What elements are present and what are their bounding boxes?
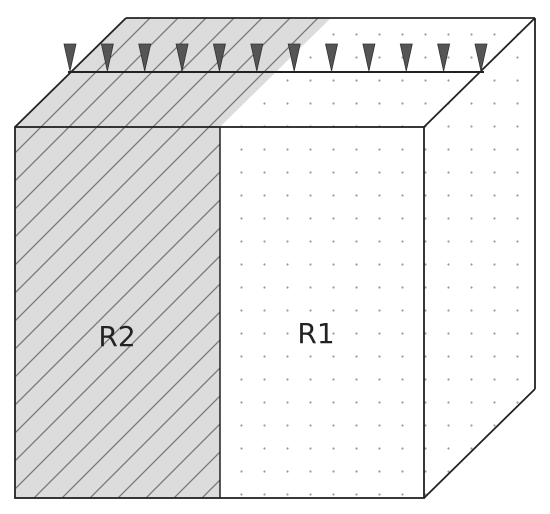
right-face-r1: [424, 18, 535, 498]
region-label-r2: R2: [98, 320, 135, 353]
load-arrow: [362, 43, 376, 72]
load-arrow: [474, 43, 488, 72]
load-arrow: [175, 43, 189, 72]
front-face-r1: [220, 127, 424, 498]
load-arrow: [138, 43, 152, 72]
front-face-r2: [15, 127, 220, 498]
load-arrows: [63, 43, 488, 72]
load-arrow: [325, 43, 339, 72]
load-arrow: [250, 43, 264, 72]
load-arrow: [100, 43, 114, 72]
load-arrow: [399, 43, 413, 72]
load-arrow: [287, 43, 301, 72]
region-label-r1: R1: [297, 317, 334, 350]
load-arrow: [437, 43, 451, 72]
load-arrow: [63, 43, 77, 72]
load-arrow: [212, 43, 226, 72]
